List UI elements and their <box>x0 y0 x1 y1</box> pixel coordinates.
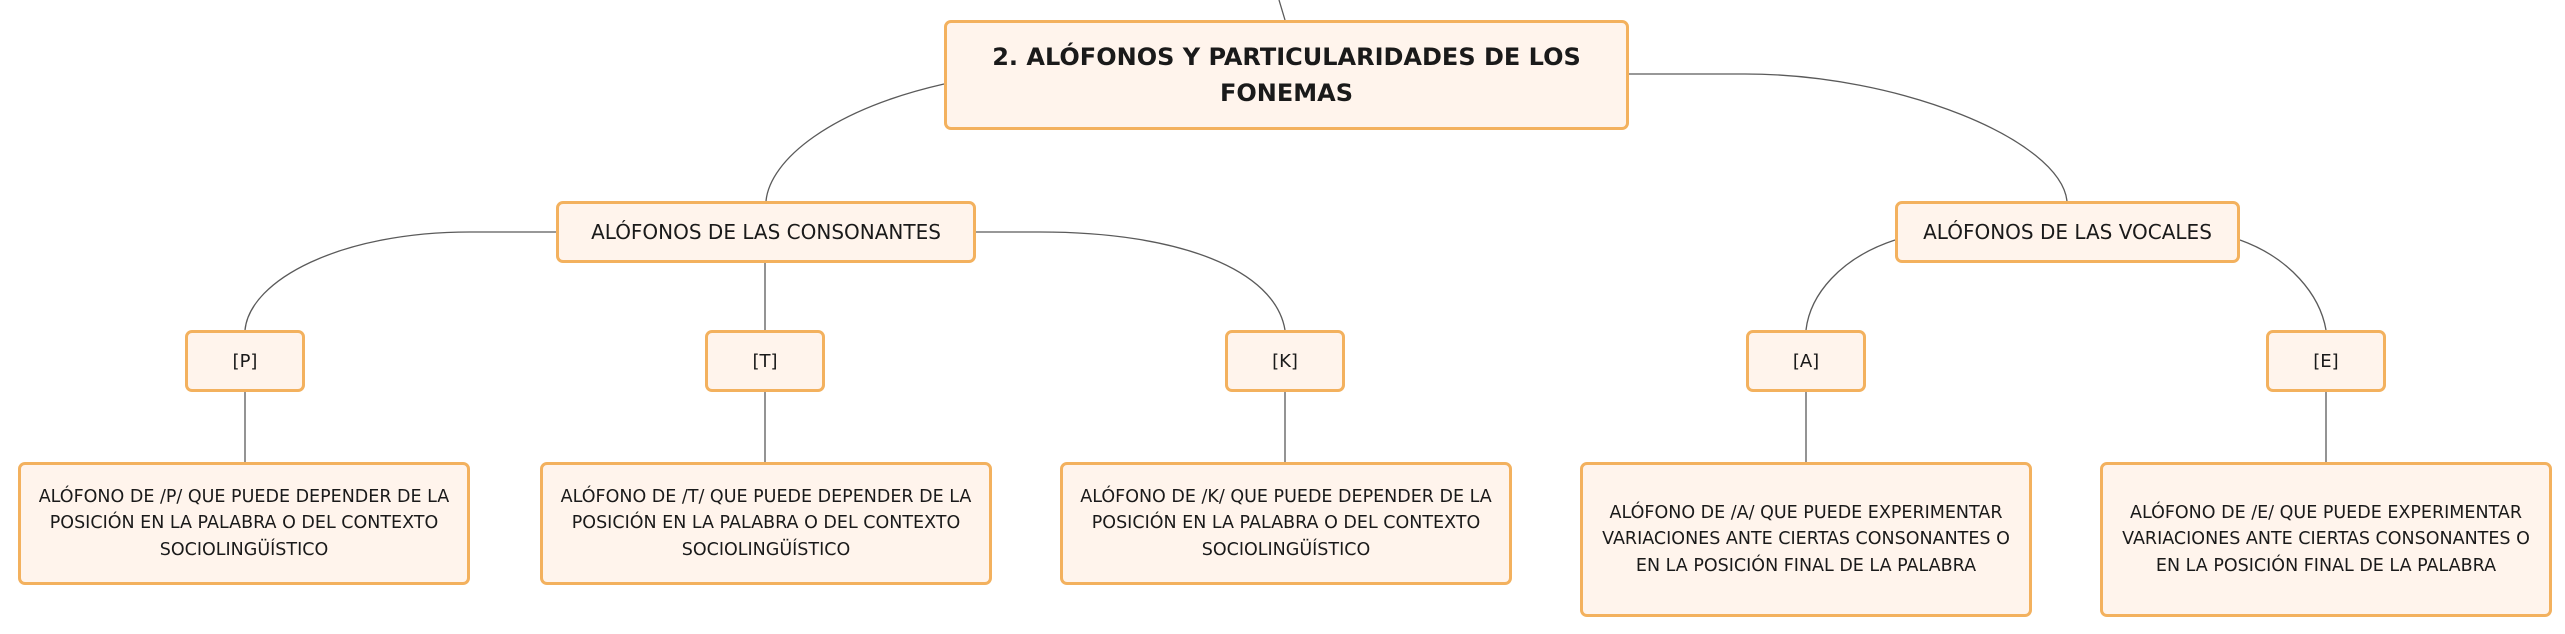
description-node-e[interactable]: ALÓFONO DE /E/ QUE PUEDE EXPERIMENTAR VA… <box>2100 462 2552 617</box>
root-node[interactable]: 2. ALÓFONOS Y PARTICULARIDADES DE LOS FO… <box>944 20 1629 130</box>
phone-node-label: [T] <box>752 350 778 372</box>
connector-parent-root <box>1278 0 1286 21</box>
description-node-text: ALÓFONO DE /K/ QUE PUEDE DEPENDER DE LA … <box>1080 487 1492 560</box>
root-node-label: 2. ALÓFONOS Y PARTICULARIDADES DE LOS FO… <box>992 43 1581 107</box>
connector-consonantes-p <box>244 231 556 331</box>
phone-node-k[interactable]: [K] <box>1225 330 1345 392</box>
phone-node-label: [K] <box>1272 350 1298 372</box>
description-node-a[interactable]: ALÓFONO DE /A/ QUE PUEDE EXPERIMENTAR VA… <box>1580 462 2032 617</box>
phone-node-label: [E] <box>2313 350 2339 372</box>
connector-vocales-e <box>2239 239 2327 331</box>
phone-node-e[interactable]: [E] <box>2266 330 2386 392</box>
phone-node-p[interactable]: [P] <box>185 330 305 392</box>
category-node-label: ALÓFONOS DE LAS VOCALES <box>1923 220 2212 244</box>
description-node-k[interactable]: ALÓFONO DE /K/ QUE PUEDE DEPENDER DE LA … <box>1060 462 1512 585</box>
connector-consonantes-k <box>976 231 1286 331</box>
description-node-t[interactable]: ALÓFONO DE /T/ QUE PUEDE DEPENDER DE LA … <box>540 462 992 585</box>
description-node-text: ALÓFONO DE /A/ QUE PUEDE EXPERIMENTAR VA… <box>1602 503 2010 576</box>
connector-root-vocales <box>1629 73 2068 202</box>
description-node-text: ALÓFONO DE /P/ QUE PUEDE DEPENDER DE LA … <box>38 487 450 560</box>
phone-node-a[interactable]: [A] <box>1746 330 1866 392</box>
category-node-consonantes[interactable]: ALÓFONOS DE LAS CONSONANTES <box>556 201 976 263</box>
description-node-text: ALÓFONO DE /E/ QUE PUEDE EXPERIMENTAR VA… <box>2122 503 2530 576</box>
category-node-label: ALÓFONOS DE LAS CONSONANTES <box>591 220 941 244</box>
category-node-vocales[interactable]: ALÓFONOS DE LAS VOCALES <box>1895 201 2240 263</box>
description-node-text: ALÓFONO DE /T/ QUE PUEDE DEPENDER DE LA … <box>560 487 972 560</box>
phone-node-t[interactable]: [T] <box>705 330 825 392</box>
connector-vocales-a <box>1805 239 1896 331</box>
connector-root-consonantes <box>765 83 945 202</box>
phone-node-label: [P] <box>232 350 258 372</box>
description-node-p[interactable]: ALÓFONO DE /P/ QUE PUEDE DEPENDER DE LA … <box>18 462 470 585</box>
phone-node-label: [A] <box>1792 350 1820 372</box>
